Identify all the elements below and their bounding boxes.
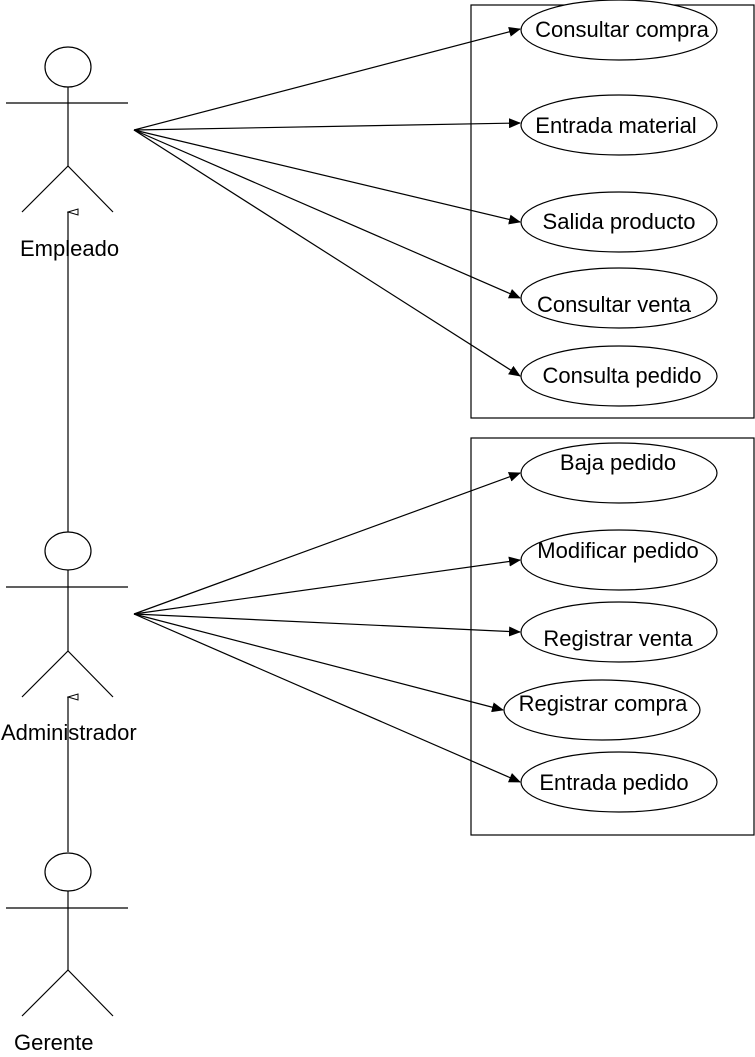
actor-leg-right [67,165,114,213]
use-case-ellipse [520,191,718,253]
use-case-consultar-venta: Consultar venta [520,267,718,329]
association-line [133,129,521,299]
actor-leg-left [21,165,69,213]
use-case-label: Salida producto [543,209,696,234]
use-case-consulta-pedido: Consulta pedido [520,345,718,407]
use-case-label: Registrar compra [519,691,688,716]
use-case-salida-producto: Salida producto [520,191,718,253]
association-line [133,472,521,615]
actor-gerente: Gerente [6,852,128,1055]
use-case-ellipse [520,94,718,156]
association-line [133,613,521,783]
association-line [133,613,521,637]
use-case-ellipse [520,751,718,813]
use-case-label: Entrada pedido [539,770,688,795]
actor-leg-left [21,650,69,698]
association-line [133,26,521,131]
system-boundary-bottom [470,437,755,836]
use-case-ellipse [520,442,718,504]
use-case-entrada-material: Entrada material [520,94,718,156]
use-case-ellipse [520,0,718,61]
association-line [133,129,521,377]
use-case-label: Baja pedido [560,450,676,475]
use-case-registrar-compra: Registrar compra [503,679,701,741]
use-case-label: Consulta pedido [542,363,701,388]
use-case-label: Entrada material [535,113,696,138]
actor-label: Gerente [14,1030,94,1055]
use-case-label: Consultar compra [535,17,709,42]
associations-empleado [133,26,521,377]
actor-administrador: Administrador [1,531,137,745]
use-case-modificar-pedido: Modificar pedido [520,529,718,591]
use-case-entrada-pedido: Entrada pedido [520,751,718,813]
actor-label: Administrador [1,720,137,745]
use-case-ellipse [520,267,718,329]
association-line [133,129,521,225]
actor-leg-right [67,650,114,698]
actor-empleado: Empleado [6,46,128,261]
use-case-ellipse [503,679,701,741]
use-case-label: Registrar venta [543,626,693,651]
use-case-ellipse [520,529,718,591]
use-case-label: Consultar venta [537,292,692,317]
actor-head [44,531,92,571]
use-case-baja-pedido: Baja pedido [520,442,718,504]
association-line [133,613,504,713]
actor-leg-right [67,969,114,1017]
actor-head [44,46,92,88]
associations-administrador [133,472,521,783]
actor-leg-left [21,969,69,1017]
use-case-label: Modificar pedido [537,538,698,563]
use-case-consultar-compra: Consultar compra [520,0,718,61]
use-case-ellipse [520,601,718,663]
actor-label: Empleado [20,236,119,261]
use-case-registrar-venta: Registrar venta [520,601,718,663]
use-case-ellipse [520,345,718,407]
actor-head [44,852,92,892]
association-line [133,118,521,131]
association-line [133,556,521,615]
